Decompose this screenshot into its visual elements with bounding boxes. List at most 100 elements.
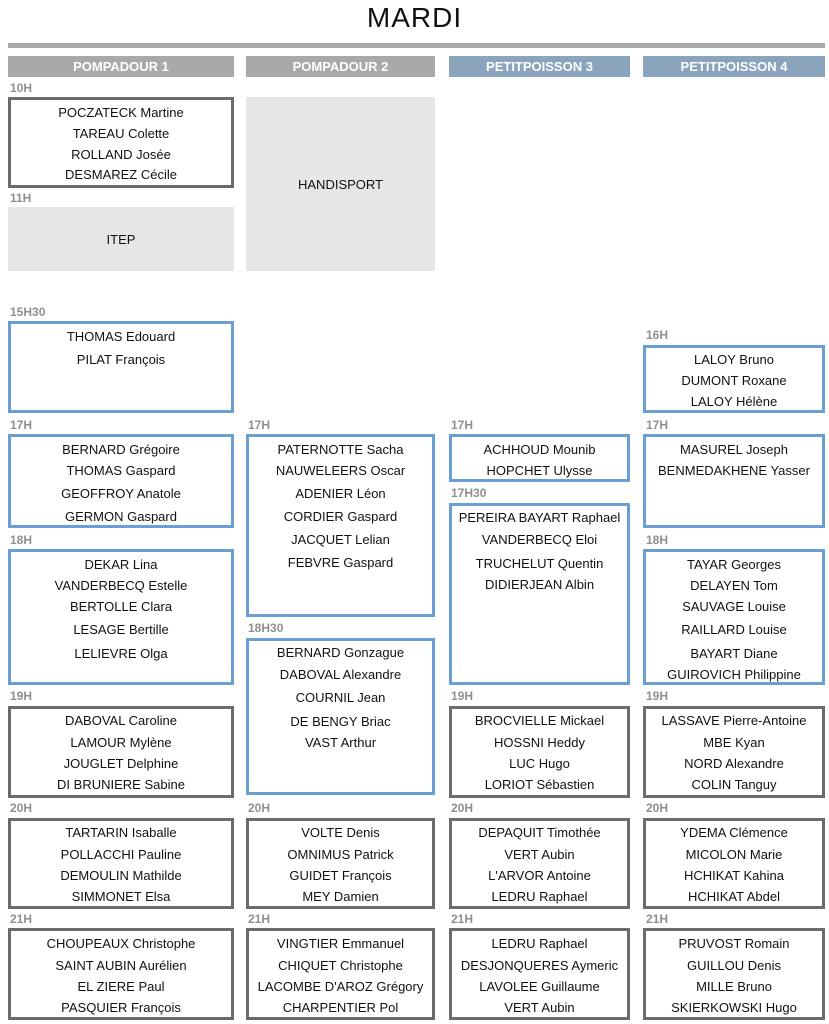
participant-name: SIMMONET Elsa: [71, 889, 171, 904]
group-box: DEKAR Lina VANDERBECQ Estelle BERTOLLE C…: [8, 549, 234, 685]
participant-name: TAREAU Colette: [72, 126, 170, 141]
group-box: THOMAS Edouard PILAT François: [8, 321, 234, 413]
participant-name: OMNIMUS Patrick: [287, 847, 394, 862]
group-box: LASSAVE Pierre-Antoine MBE Kyan NORD Ale…: [643, 706, 825, 798]
time-label: 18H: [646, 533, 669, 547]
participant-name: DEPAQUIT Timothée: [478, 825, 601, 840]
time-label: 16H: [646, 328, 669, 342]
time-label: 11H: [10, 191, 32, 205]
time-label: 17H: [10, 418, 33, 432]
participant-name: ACHHOUD Mounib: [483, 442, 596, 457]
participant-name: PEREIRA BAYART Raphael: [458, 510, 621, 525]
participant-name: GEOFFROY Anatole: [61, 486, 181, 501]
participant-name: NAUWELEERS Oscar: [275, 463, 406, 478]
participant-name: SAUVAGE Louise: [682, 599, 786, 614]
participant-name: MILLE Bruno: [696, 979, 772, 994]
participant-name: CHARPENTIER Pol: [282, 1000, 399, 1015]
group-box: LALOY Bruno DUMONT Roxane LALOY Hélène: [643, 345, 825, 413]
participant-name: PASQUIER François: [61, 1000, 181, 1015]
time-label: 18H30: [248, 621, 284, 635]
participant-name: LAVOLEE Guillaume: [479, 979, 600, 994]
time-label: 18H: [10, 533, 33, 547]
time-label: 20H: [646, 801, 669, 815]
time-label: 17H: [248, 418, 271, 432]
participant-name: DEMOULIN Mathilde: [60, 868, 182, 883]
time-label: 19H: [646, 689, 669, 703]
group-box: TAYAR Georges DELAYEN Tom SAUVAGE Louise…: [643, 549, 825, 685]
participant-name: VAST Arthur: [304, 735, 377, 750]
block-label: ITEP: [106, 231, 136, 247]
participant-name: GUILLOU Denis: [687, 958, 781, 973]
participant-name: THOMAS Edouard: [66, 329, 176, 344]
participant-name: COLIN Tanguy: [691, 777, 777, 792]
participant-name: DEKAR Lina: [84, 557, 158, 572]
participant-name: SKIERKOWSKI Hugo: [671, 1000, 797, 1015]
participant-name: LASSAVE Pierre-Antoine: [661, 713, 807, 728]
participant-name: DI BRUNIERE Sabine: [57, 777, 185, 792]
time-label: 20H: [10, 801, 33, 815]
participant-name: LORIOT Sébastien: [484, 777, 595, 792]
participant-name: CORDIER Gaspard: [283, 509, 398, 524]
handisport-block: HANDISPORT: [246, 97, 435, 271]
participant-name: MICOLON Marie: [685, 847, 783, 862]
column-header-petitpoisson-4: PETITPOISSON 4: [643, 56, 825, 77]
group-box: VINGTIER Emmanuel CHIQUET Christophe LAC…: [246, 928, 435, 1020]
group-box: YDEMA Clémence MICOLON Marie HCHIKAT Kah…: [643, 818, 825, 909]
participant-name: VANDERBECQ Estelle: [54, 578, 188, 593]
participant-name: DELAYEN Tom: [690, 578, 778, 593]
group-box: PRUVOST Romain GUILLOU Denis MILLE Bruno…: [643, 928, 825, 1020]
participant-name: DIDIERJEAN Albin: [484, 577, 595, 592]
participant-name: TARTARIN Isaballe: [65, 825, 177, 840]
participant-name: LELIEVRE Olga: [74, 646, 168, 661]
time-label: 19H: [10, 689, 33, 703]
participant-name: PILAT François: [76, 352, 166, 367]
participant-name: FEBVRE Gaspard: [287, 555, 394, 570]
time-label: 10H: [10, 81, 33, 95]
time-label: 19H: [451, 689, 474, 703]
participant-name: CHOUPEAUX Christophe: [46, 936, 196, 951]
participant-name: POCZATECK Martine: [58, 105, 184, 120]
participant-name: L'ARVOR Antoine: [488, 868, 591, 883]
participant-name: LUC Hugo: [509, 756, 570, 771]
participant-name: TAYAR Georges: [687, 557, 781, 572]
time-label: 20H: [248, 801, 271, 815]
participant-name: LACOMBE D'AROZ Grégory: [257, 979, 424, 994]
group-box: MASUREL Joseph BENMEDAKHENE Yasser: [643, 434, 825, 528]
column-header-petitpoisson-3: PETITPOISSON 3: [449, 56, 630, 77]
participant-name: EL ZIERE Paul: [77, 979, 165, 994]
participant-name: ROLLAND Josée: [71, 147, 171, 162]
participant-name: BERNARD Gonzague: [276, 645, 405, 660]
time-label: 21H: [646, 912, 669, 926]
participant-name: VERT Aubin: [504, 1000, 575, 1015]
group-box: LEDRU Raphael DESJONQUERES Aymeric LAVOL…: [449, 928, 630, 1020]
participant-name: LEDRU Raphael: [491, 889, 588, 904]
time-label: 20H: [451, 801, 474, 815]
participant-name: BENMEDAKHENE Yasser: [658, 463, 810, 478]
block-label: HANDISPORT: [298, 176, 383, 192]
itep-block: ITEP: [8, 207, 234, 271]
group-box: TARTARIN Isaballe POLLACCHI Pauline DEMO…: [8, 818, 234, 909]
participant-name: JOUGLET Delphine: [63, 756, 179, 771]
participant-name: COURNIL Jean: [295, 690, 386, 705]
participant-name: YDEMA Clémence: [680, 825, 788, 840]
participant-name: LESAGE Bertille: [73, 622, 169, 637]
participant-name: BROCVIELLE Mickael: [474, 713, 605, 728]
group-box: PATERNOTTE Sacha NAUWELEERS Oscar ADENIE…: [246, 434, 435, 617]
participant-name: HOSSNI Heddy: [493, 735, 586, 750]
time-label: 21H: [248, 912, 271, 926]
participant-name: BERNARD Grégoire: [62, 442, 180, 457]
participant-name: MBE Kyan: [703, 735, 765, 750]
participant-name: SAINT AUBIN Aurélien: [55, 958, 187, 973]
participant-name: MASUREL Joseph: [680, 442, 788, 457]
time-label: 21H: [451, 912, 474, 926]
participant-name: HOPCHET Ulysse: [486, 463, 593, 478]
group-box: BERNARD Gonzague DABOVAL Alexandre COURN…: [246, 638, 435, 795]
participant-name: THOMAS Gaspard: [66, 463, 176, 478]
time-label: 17H30: [451, 486, 487, 500]
group-box: DABOVAL Caroline LAMOUR Mylène JOUGLET D…: [8, 706, 234, 798]
group-box: PEREIRA BAYART Raphael VANDERBECQ Eloi T…: [449, 503, 630, 685]
column-header-pompadour-2: POMPADOUR 2: [246, 56, 435, 77]
participant-name: PRUVOST Romain: [678, 936, 790, 951]
page-title: MARDI: [366, 2, 463, 33]
participant-name: GUIDET François: [289, 868, 392, 883]
